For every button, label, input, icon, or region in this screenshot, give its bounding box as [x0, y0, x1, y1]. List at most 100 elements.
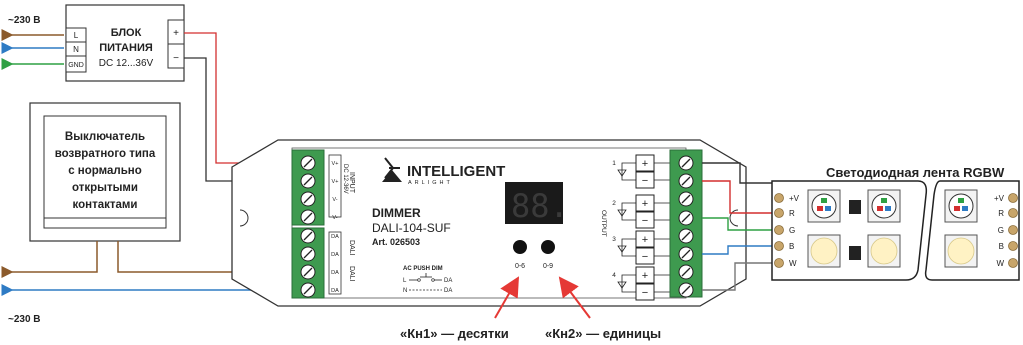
arlight-logo-icon: [382, 157, 402, 182]
wire-out-r: [702, 180, 783, 214]
seven-segment-display: [505, 182, 563, 224]
output-channel-2: +−2: [612, 194, 678, 229]
button-kn2-label: 0-9: [543, 263, 553, 270]
dali-pin-1: DA: [331, 234, 339, 240]
mains-label-top: ~230 В: [8, 15, 41, 26]
led-rgb-1: [807, 189, 841, 223]
button-kn1[interactable]: [513, 240, 527, 254]
power-supply: L N GND + − БЛОК ПИТАНИЯ DC 12...36V: [65, 4, 185, 82]
output-screw-2: [678, 173, 694, 189]
dali-screw-1: [300, 228, 316, 244]
output-screw-6: [678, 246, 694, 262]
wire-out-w: [702, 262, 783, 291]
caption-kn1: «Кн1» — десятки: [400, 326, 509, 341]
input-screw-2: [300, 173, 316, 189]
svg-text:−: −: [642, 215, 648, 227]
display-digits: 88.: [511, 187, 569, 225]
strip-pin-label-2: R: [789, 209, 795, 218]
brand-sub: ARLIGHT: [408, 180, 453, 186]
resistor-1: [849, 200, 861, 214]
push-da1: DA: [444, 278, 452, 284]
mains-label-bottom: ~230 В: [8, 314, 41, 325]
channel-number-3: 3: [612, 236, 616, 243]
input-pin-3: V-: [332, 197, 337, 203]
svg-text:+: +: [642, 270, 648, 282]
wire-out-b: [702, 245, 783, 255]
svg-text:+: +: [642, 158, 648, 170]
switch-line-2: возвратного типа: [55, 148, 156, 160]
dali-screw-4: [300, 282, 316, 298]
output-screw-4: [678, 210, 694, 226]
dali-screw-2: [300, 246, 316, 262]
brand-name: INTELLIGENT: [407, 163, 505, 180]
strip-pin-label-3: G: [789, 226, 795, 235]
push-title: AC PUSH DIM: [403, 266, 443, 272]
led-white-3: [944, 234, 978, 268]
strip-pin-right-label-4: B: [999, 242, 1004, 251]
psu-minus: −: [173, 53, 179, 64]
output-screw-1: [678, 155, 694, 171]
strip-title: Светодиодная лента RGBW: [826, 165, 1005, 180]
strip-pad-right-4: [1008, 241, 1018, 251]
strip-pad-right-5: [1008, 258, 1018, 268]
strip-pad-right-3: [1008, 225, 1018, 235]
wire-bottom-l: [1, 241, 98, 278]
strip-pin-label-5: W: [789, 259, 797, 268]
input-pin-4: V-: [332, 215, 337, 221]
wire-out-g: [702, 217, 783, 231]
psu-title-1: БЛОК: [111, 27, 142, 39]
psu-spec: DC 12...36V: [99, 58, 154, 69]
input-screw-3: [300, 191, 316, 207]
strip-pad-2: [774, 208, 784, 218]
pushbutton-switch: Выключатель возвратного типа с нормально…: [29, 102, 181, 242]
strip-pad-5: [774, 258, 784, 268]
output-label: OUTPUT: [600, 210, 607, 237]
push-da2: DA: [444, 288, 452, 294]
psu-terminal-n: N: [73, 45, 79, 54]
output-channel-1: + − 1: [612, 154, 678, 189]
device-model: DALI-104-SUF: [372, 221, 451, 235]
strip-pin-label-1: +V: [789, 194, 800, 203]
push-schematic: [409, 273, 442, 291]
input-pin-2: V+: [332, 179, 339, 185]
input-voltage: DC 12-36V: [342, 164, 348, 194]
input-label: INPUT: [348, 172, 355, 194]
channel-number-1: 1: [612, 160, 616, 167]
led-white-2: [867, 234, 901, 268]
psu-terminal-gnd: GND: [68, 62, 84, 69]
svg-text:+: +: [642, 198, 648, 210]
strip-pin-right-label-3: G: [998, 226, 1004, 235]
psu-title-2: ПИТАНИЯ: [99, 42, 153, 54]
switch-line-4: открытыми: [72, 182, 138, 194]
dali-pin-3: DA: [331, 270, 339, 276]
device-art: Art. 026503: [372, 237, 420, 247]
input-screw-1: [300, 155, 316, 171]
output-screw-7: [678, 264, 694, 280]
dali-label: DALI: [348, 240, 355, 256]
dali-screw-3: [300, 264, 316, 280]
device-name: DIMMER: [372, 206, 421, 220]
strip-pin-right-label-5: W: [996, 259, 1004, 268]
output-screw-3: [678, 191, 694, 207]
output-channel-3: +−3: [612, 230, 678, 265]
output-screw-8: [678, 282, 694, 298]
svg-text:−: −: [642, 287, 648, 299]
arrow-kn1: [494, 276, 519, 319]
switch-line-5: контактами: [73, 199, 138, 211]
input-pin-1: V+: [332, 161, 339, 167]
led-rgb-3: [944, 189, 978, 223]
switch-line-3: с нормально: [68, 165, 142, 177]
input-pin-labels: [328, 154, 342, 295]
channel-number-4: 4: [612, 272, 616, 279]
svg-text:−: −: [642, 251, 648, 263]
strip-pad-right-2: [1008, 208, 1018, 218]
strip-pin-right-label-1: +V: [994, 194, 1005, 203]
caption-kn2: «Кн2» — единицы: [545, 326, 661, 341]
push-l: L: [403, 278, 407, 284]
button-kn2[interactable]: [541, 240, 555, 254]
strip-pad-4: [774, 241, 784, 251]
svg-text:−: −: [642, 175, 648, 187]
push-n: N: [403, 288, 407, 294]
strip-pad-right-1: [1008, 193, 1018, 203]
psu-terminal-l: L: [74, 31, 79, 40]
